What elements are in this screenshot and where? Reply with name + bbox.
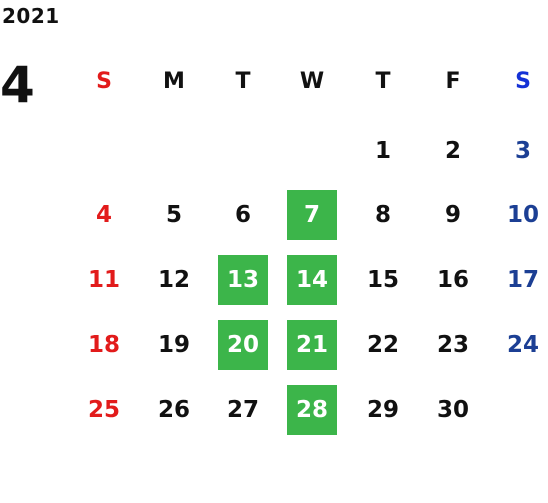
date-cell: 8 <box>374 202 391 228</box>
date-cell: 14 <box>287 255 337 305</box>
date-cell: 16 <box>436 267 469 293</box>
date-cell: 18 <box>87 332 120 358</box>
date-cell: 15 <box>366 267 399 293</box>
date-cell: 23 <box>436 332 469 358</box>
weekday-header-4: T <box>375 68 391 94</box>
date-cell: 17 <box>506 267 539 293</box>
date-cell: 24 <box>506 332 539 358</box>
date-cell: 3 <box>514 138 531 164</box>
date-cell: 7 <box>287 190 337 240</box>
date-cell: 22 <box>366 332 399 358</box>
weekday-header-1: M <box>163 68 185 94</box>
date-cell: 28 <box>287 385 337 435</box>
date-cell: 19 <box>157 332 190 358</box>
weekday-header-3: W <box>299 68 325 94</box>
date-cell: 9 <box>444 202 461 228</box>
weekday-header-2: T <box>235 68 251 94</box>
date-cell: 21 <box>287 320 337 370</box>
date-cell: 20 <box>218 320 268 370</box>
calendar-month: 4 <box>0 56 35 114</box>
date-cell: 26 <box>157 397 190 423</box>
calendar-year: 2021 <box>2 4 60 28</box>
weekday-header-5: F <box>445 68 461 94</box>
date-cell: 10 <box>506 202 539 228</box>
date-cell: 1 <box>374 138 391 164</box>
weekday-header-0: S <box>96 68 112 94</box>
date-cell: 29 <box>366 397 399 423</box>
date-cell: 30 <box>436 397 469 423</box>
date-cell: 13 <box>218 255 268 305</box>
date-cell: 12 <box>157 267 190 293</box>
date-cell: 4 <box>95 202 112 228</box>
date-cell: 2 <box>444 138 461 164</box>
date-cell: 11 <box>87 267 120 293</box>
weekday-header-6: S <box>515 68 531 94</box>
date-cell: 6 <box>234 202 251 228</box>
date-cell: 5 <box>165 202 182 228</box>
date-cell: 27 <box>226 397 259 423</box>
date-cell: 25 <box>87 397 120 423</box>
